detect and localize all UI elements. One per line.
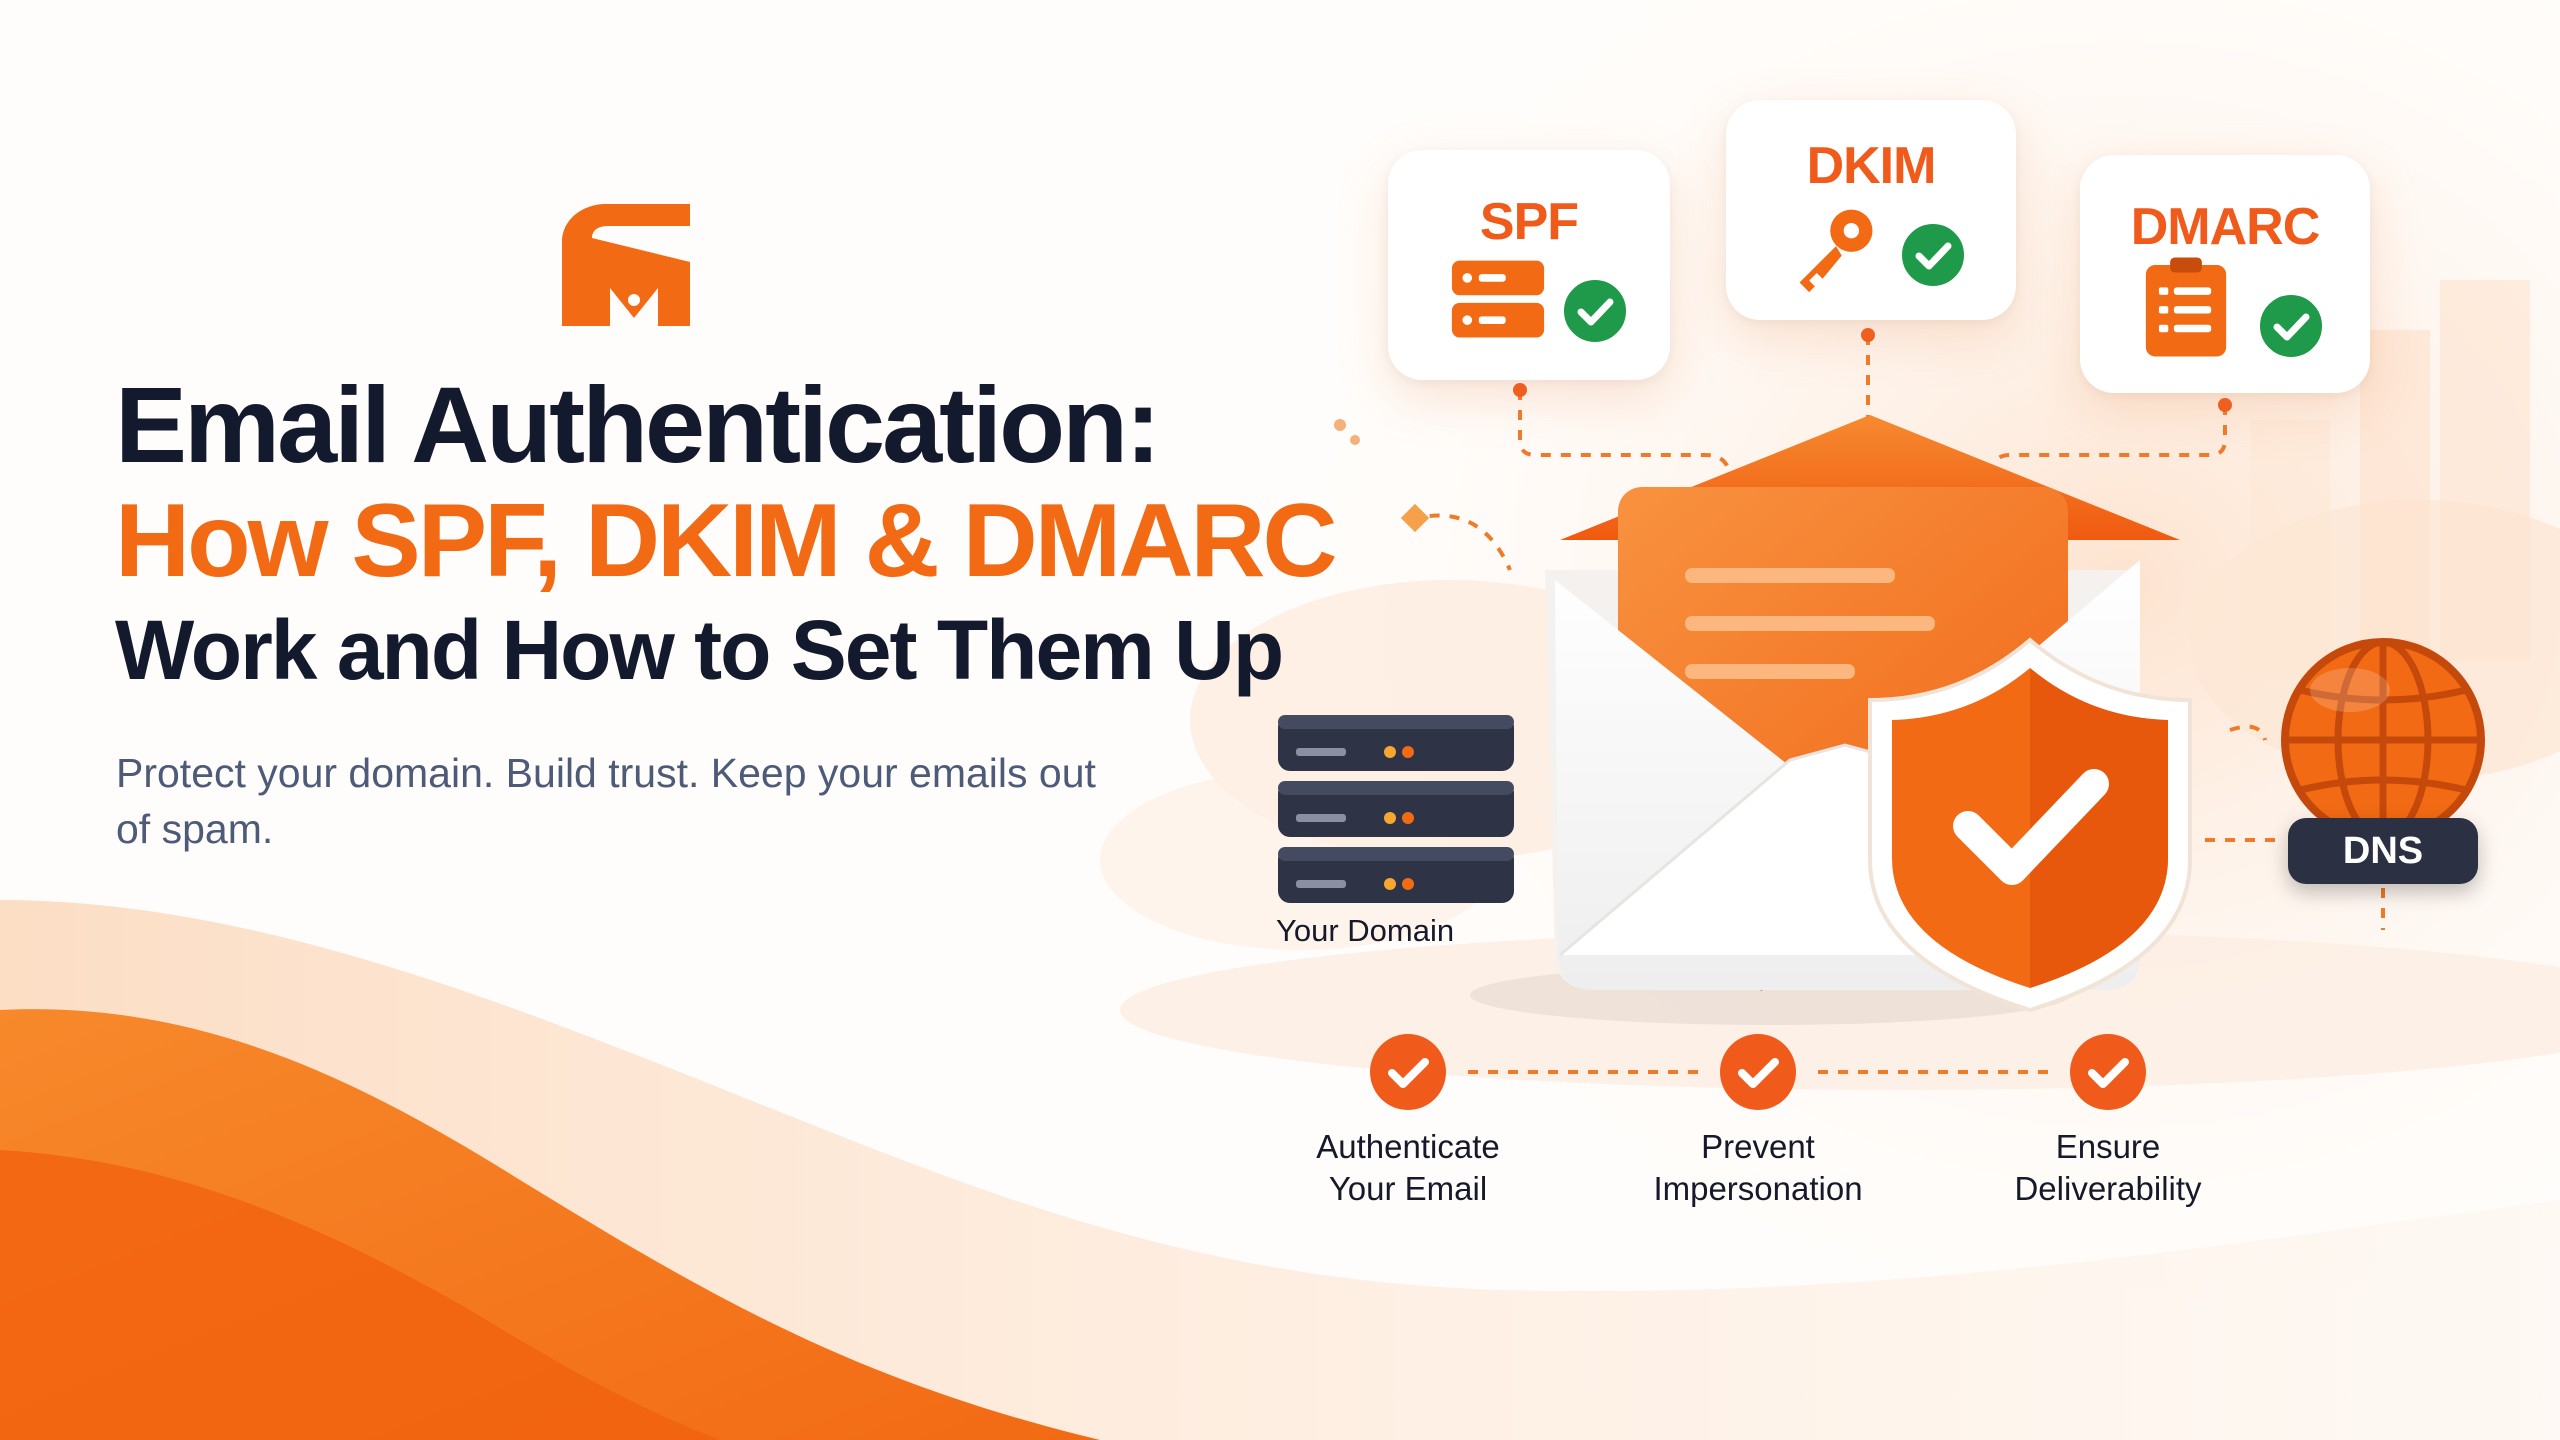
check-icon (1370, 1034, 1446, 1110)
brand-logo-icon (562, 204, 690, 326)
benefit-deliverability: Ensure Deliverability (1958, 1126, 2258, 1210)
benefit-line: Authenticate (1316, 1128, 1500, 1165)
spf-title: SPF (1479, 193, 1579, 251)
benefit-line: Deliverability (2014, 1170, 2202, 1207)
headline-line-3: Work and How to Set Them Up (115, 603, 1284, 697)
spf-card: SPF (1388, 150, 1670, 380)
benefit-line: Impersonation (1653, 1170, 1863, 1207)
benefit-prevent: Prevent Impersonation (1608, 1126, 1908, 1210)
check-icon (2070, 1034, 2146, 1110)
check-icon (1898, 220, 1968, 290)
dkim-title: DKIM (1806, 137, 1937, 195)
server-label: Your Domain (1276, 913, 1455, 948)
benefit-line: Prevent (1701, 1128, 1815, 1165)
subtitle: Protect your domain. Build trust. Keep y… (116, 750, 1096, 852)
benefit-authenticate: Authenticate Your Email (1258, 1126, 1558, 1210)
server-icon (1451, 260, 1545, 338)
key-icon (1799, 209, 1873, 293)
benefit-line: Ensure (2055, 1128, 2161, 1165)
dns-badge: DNS (2288, 818, 2478, 884)
check-icon (2256, 291, 2326, 361)
check-icon (1720, 1034, 1796, 1110)
dmarc-card: DMARC (2080, 155, 2370, 393)
check-icon (1560, 276, 1630, 346)
headline-line-1: Email Authentication: (115, 364, 1161, 485)
dmarc-title: DMARC (2130, 198, 2321, 256)
document-icon (2145, 257, 2227, 357)
headline-line-2: How SPF, DKIM & DMARC (115, 483, 1338, 599)
dkim-card: DKIM (1726, 100, 2016, 320)
benefit-line: Your Email (1328, 1170, 1488, 1207)
